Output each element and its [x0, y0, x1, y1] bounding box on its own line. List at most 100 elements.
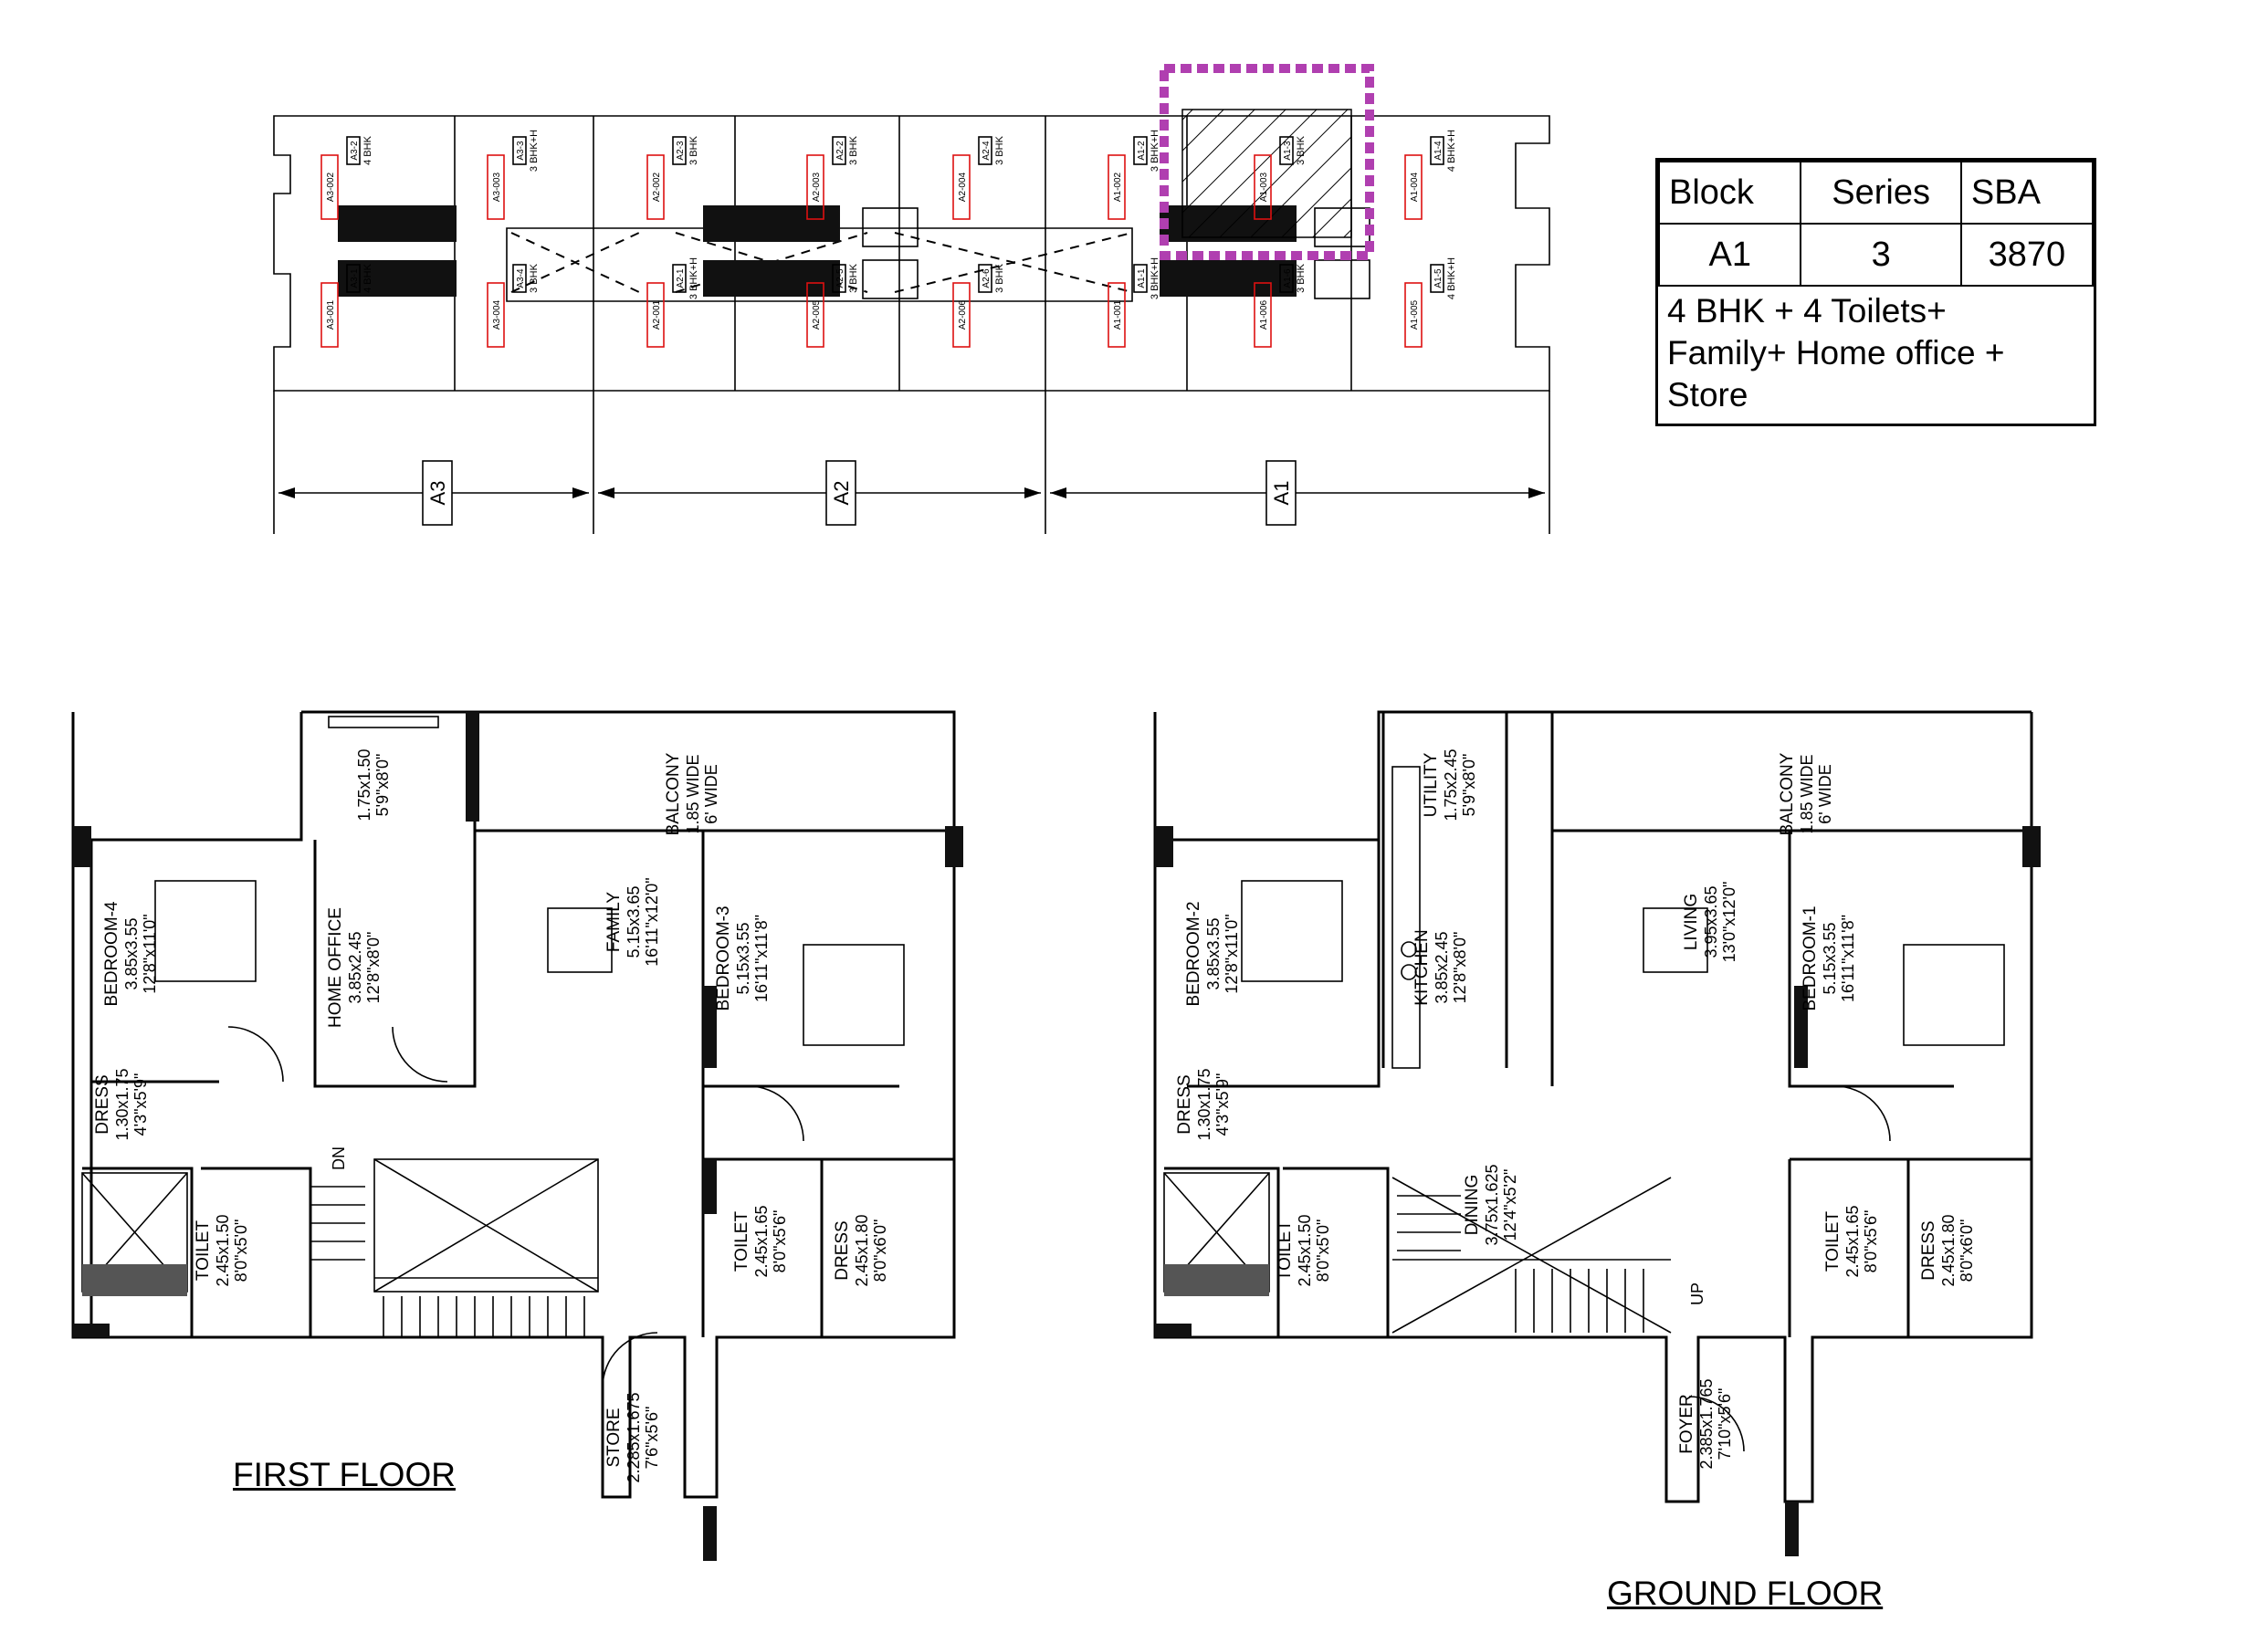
- room-name: DRESS: [1175, 1074, 1194, 1134]
- unit-code-box: [487, 154, 505, 220]
- room-size-imperial: 8'0"x5'6": [771, 1210, 789, 1273]
- unit-code: A2-006: [958, 299, 968, 330]
- unit-code-box: [1108, 282, 1126, 348]
- unit-type: 4 BHK+H: [1446, 130, 1457, 172]
- unit-tag: A3-4: [516, 268, 526, 288]
- room-size-imperial: 8'0"x6'0": [871, 1220, 889, 1282]
- unit-code: A3-003: [492, 172, 502, 202]
- room-size: 3.75x1.625: [1483, 1164, 1501, 1245]
- room-size: 2.45x1.80: [853, 1214, 871, 1286]
- unit-code-box: [1108, 154, 1126, 220]
- unit-tag: A1-4: [1433, 141, 1444, 161]
- room-name: UTILITY: [1422, 752, 1441, 817]
- unit-code: A3-002: [326, 172, 336, 202]
- room-size: 5.15x3.65: [625, 885, 643, 958]
- unit-tag-box: [672, 136, 687, 165]
- unit-type: 3 BHK: [1296, 135, 1307, 164]
- room-name: BEDROOM-1: [1801, 905, 1820, 1010]
- unit-code: A2-005: [812, 299, 822, 330]
- unit-code: A1-005: [1410, 299, 1420, 330]
- unit-tag: A3-1: [350, 268, 360, 288]
- highlight-unit-a1: [1160, 64, 1374, 260]
- unit-tag-box: [512, 136, 527, 165]
- unit-code: A3-004: [492, 299, 502, 330]
- unit-description-line: Family+ Home office +: [1667, 334, 2005, 372]
- room-size-imperial: 7'10"x5'6": [1716, 1388, 1734, 1460]
- unit-code-box: [806, 282, 824, 348]
- unit-description-line: 4 BHK + 4 Toilets+: [1667, 292, 1947, 330]
- room-size-imperial: 12'8"x8'0": [364, 932, 383, 1004]
- room-name: BALCONY: [664, 752, 683, 835]
- room-size: 1.30x1.75: [113, 1068, 131, 1140]
- room-size-imperial: 16'11"x11'8": [1839, 915, 1857, 1002]
- room-size: 2.45x1.65: [1843, 1205, 1862, 1277]
- unit-code: A2-002: [652, 172, 662, 202]
- room-size: 5.15x3.55: [734, 922, 752, 994]
- unit-type: 3 BHK: [1296, 263, 1307, 292]
- room-size-imperial: 8'0"x6'0": [1958, 1220, 1976, 1282]
- unit-tag: A1-5: [1433, 268, 1444, 288]
- unit-type: 3 BHK: [848, 135, 859, 164]
- unit-tag: A3-3: [516, 141, 526, 161]
- room-size: 1.85 WIDE: [1798, 754, 1816, 833]
- unit-type: 3 BHK+H: [1150, 130, 1160, 172]
- unit-code-box: [952, 154, 971, 220]
- room-size-imperial: 12'8"x11'0": [1223, 914, 1241, 993]
- unit-type: 4 BHK: [362, 263, 373, 292]
- unit-tag: A2-4: [982, 141, 992, 161]
- first-floor-title: FIRST FLOOR: [233, 1456, 456, 1493]
- unit-code: A1-001: [1113, 299, 1123, 330]
- unit-tag: A2-2: [835, 141, 845, 161]
- room-name: TOILET: [1823, 1211, 1843, 1272]
- room-size: 1.75x1.50: [355, 748, 373, 821]
- room-size: 1.75x2.45: [1442, 748, 1460, 821]
- unit-code-box: [487, 282, 505, 348]
- unit-code-box: [952, 282, 971, 348]
- unit-tag: A3-2: [350, 141, 360, 161]
- room-size: 2.45x1.50: [214, 1214, 232, 1286]
- room-size-imperial: 5'9"x8'0": [1460, 754, 1478, 817]
- block-label-a3: A3: [426, 481, 449, 506]
- room-size-imperial: 8'0"x5'6": [1862, 1210, 1880, 1273]
- room-size-imperial: 7'6"x5'6": [643, 1407, 661, 1470]
- header-sba: SBA: [1959, 161, 2095, 225]
- unit-type: 4 BHK: [362, 135, 373, 164]
- unit-code: A1-002: [1113, 172, 1123, 202]
- room-name: HOME OFFICE: [326, 907, 345, 1028]
- unit-description-line: Store: [1667, 376, 1748, 413]
- unit-code-box: [806, 154, 824, 220]
- ground-floor-stair-label: UP: [1688, 1282, 1706, 1305]
- unit-tag-box: [1133, 136, 1148, 165]
- room-size-imperial: 16'11"x11'8": [752, 915, 771, 1002]
- room-size: 3.95x3.65: [1702, 885, 1720, 958]
- room-name: BEDROOM-2: [1184, 901, 1203, 1006]
- unit-type: 3 BHK: [529, 263, 540, 292]
- block-dimension-lines: A3 A2 A1: [273, 391, 1550, 534]
- unit-tag-box: [1133, 264, 1148, 293]
- room-name: FOYER: [1677, 1394, 1696, 1453]
- room-size-imperial: 4'3"x5'9": [131, 1073, 150, 1136]
- unit-code: A2-001: [652, 299, 662, 330]
- room-name: LIVING: [1682, 894, 1701, 950]
- room-size: 2.45x1.65: [752, 1205, 771, 1277]
- room-name: DINING: [1463, 1175, 1482, 1236]
- unit-type: 3 BHK+H: [529, 130, 540, 172]
- unit-code-box: [646, 154, 665, 220]
- first-floor-stair-label: DN: [330, 1146, 348, 1170]
- unit-type: 3 BHK: [848, 263, 859, 292]
- unit-tag: A2-6: [982, 268, 992, 288]
- room-size-imperial: 6' WIDE: [702, 764, 720, 823]
- unit-code-box: [320, 282, 339, 348]
- unit-tag-box: [346, 264, 361, 293]
- room-size: 2.385x1.765: [1697, 1378, 1716, 1469]
- header-series: Series: [1800, 161, 1962, 225]
- value-sba: 3870: [1959, 223, 2095, 287]
- room-size: 3.85x3.55: [1204, 917, 1223, 989]
- room-name: TOILET: [1276, 1220, 1295, 1282]
- unit-tag-box: [1279, 136, 1294, 165]
